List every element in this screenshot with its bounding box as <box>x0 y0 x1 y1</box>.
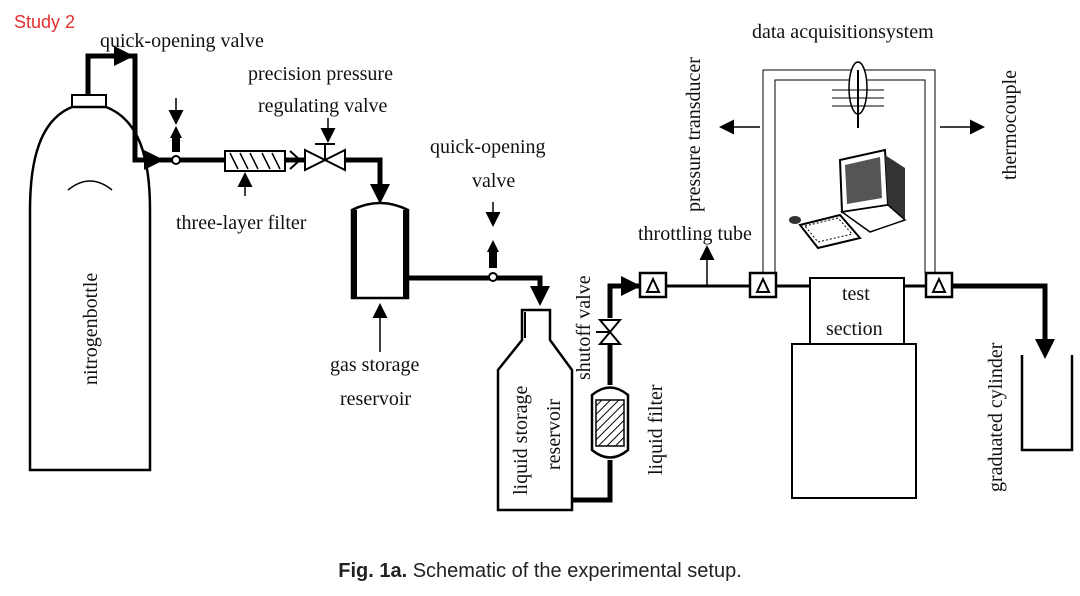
study-tag: Study 2 <box>14 12 76 32</box>
label-liquid-storage-1: liquid storage <box>510 385 532 495</box>
label-liquid-filter: liquid filter <box>645 384 667 475</box>
label-precision-1: precision pressure <box>248 63 393 85</box>
label-three-layer-filter: three-layer filter <box>176 212 307 234</box>
label-quick-opening-valve-2a: quick-opening <box>430 136 546 158</box>
computer-icon <box>789 148 907 250</box>
label-pressure-transducer: pressure transducer <box>683 57 705 212</box>
label-precision-2: regulating valve <box>258 95 388 117</box>
label-throttling-tube: throttling tube <box>638 223 752 245</box>
transducer-box-2 <box>748 271 778 299</box>
caption-fig-number: Fig. 1a. <box>338 560 408 582</box>
test-section <box>791 277 917 499</box>
label-data-acquisition: data acquisitionsystem <box>752 21 934 43</box>
three-layer-filter <box>224 150 302 196</box>
figure-caption: Fig. 1a. Schematic of the experimental s… <box>0 560 1080 583</box>
label-shutoff-valve: shutoff valve <box>573 275 595 380</box>
label-quick-opening-valve-1: quick-opening valve <box>100 30 264 52</box>
label-quick-opening-valve-2b: valve <box>472 170 515 192</box>
liquid-filter <box>590 386 630 459</box>
gas-line <box>85 53 383 195</box>
label-test-section-1: test <box>842 283 870 305</box>
label-gas-storage-1: gas storage <box>330 354 420 376</box>
gas-storage-reservoir <box>350 201 410 352</box>
label-nitrogen-bottle: nitrogenbottle <box>80 273 102 385</box>
transducer-box-1 <box>638 271 668 299</box>
graduated-cylinder <box>1020 355 1074 452</box>
pressure-regulating-valve <box>304 118 346 172</box>
label-gas-storage-2: reservoir <box>340 388 411 410</box>
quick-opening-valve-2 <box>485 202 501 282</box>
label-liquid-storage-2: reservoir <box>543 399 565 470</box>
shutoff-valve <box>596 319 623 345</box>
quick-opening-valve-1 <box>168 98 184 165</box>
liquid-storage-reservoir <box>496 308 574 512</box>
label-graduated-cylinder: graduated cylinder <box>985 342 1007 492</box>
transducer-box-3 <box>924 271 954 299</box>
caption-text: Schematic of the experimental setup. <box>412 560 742 582</box>
label-test-section-2: section <box>826 318 883 340</box>
acquisition-probe-icon <box>832 61 884 128</box>
label-thermocouple: thermocouple <box>999 70 1021 180</box>
signal-wires <box>762 69 936 273</box>
